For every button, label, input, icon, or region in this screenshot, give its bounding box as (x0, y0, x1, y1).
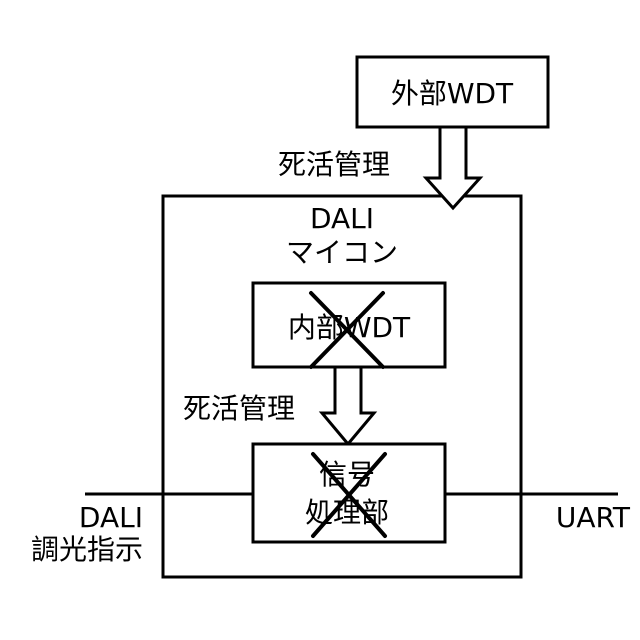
dali-input-label-line2: 調光指示 (31, 533, 143, 566)
uart-output-label: UART (556, 501, 631, 534)
inner-watchdog-label: 死活管理 (183, 392, 295, 425)
dali-mcu-label-line2: マイコン (286, 236, 398, 269)
dali-mcu-label-line1: DALI (310, 202, 374, 235)
dali-input-label-line1: DALI (79, 501, 143, 534)
external-wdt-label: 外部WDT (391, 77, 514, 110)
outer-watchdog-label: 死活管理 (278, 148, 390, 181)
